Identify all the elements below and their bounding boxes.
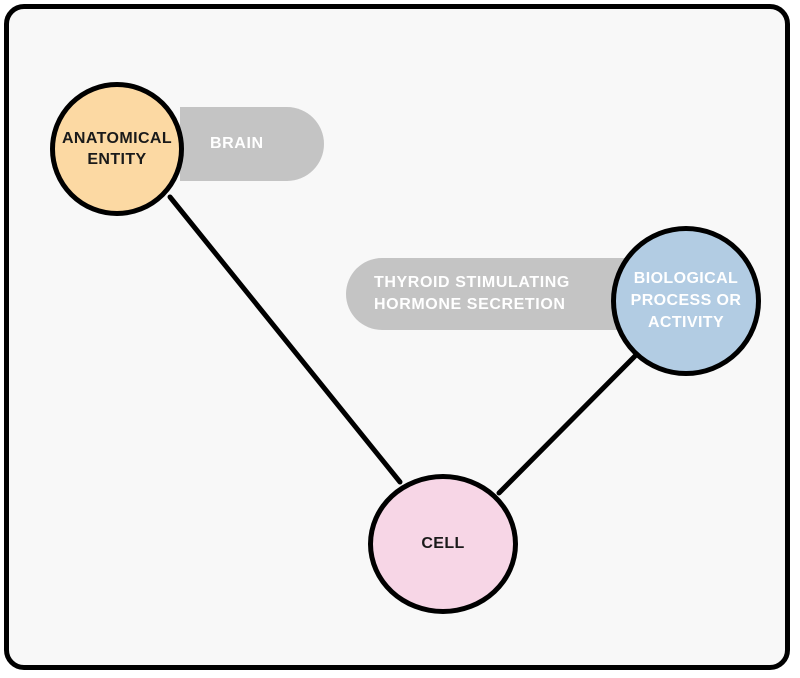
node-anatomical-entity: ANATOMICAL ENTITY: [50, 82, 184, 216]
node-cell: CELL: [368, 474, 518, 614]
node-biological-process: BIOLOGICAL PROCESS OR ACTIVITY: [611, 226, 761, 376]
tag-brain-label: BRAIN: [210, 135, 264, 152]
tag-brain: BRAIN: [180, 107, 324, 181]
node-cell-label: CELL: [421, 535, 465, 552]
node-anatomical-entity-label: ANATOMICAL ENTITY: [61, 130, 173, 168]
tag-thyroid-process-label: THYROID STIMULATING HORMONE SECRETION: [374, 274, 570, 313]
tag-thyroid-process: THYROID STIMULATING HORMONE SECRETION: [346, 258, 646, 330]
node-biological-process-label: BIOLOGICAL PROCESS OR ACTIVITY: [630, 270, 742, 331]
